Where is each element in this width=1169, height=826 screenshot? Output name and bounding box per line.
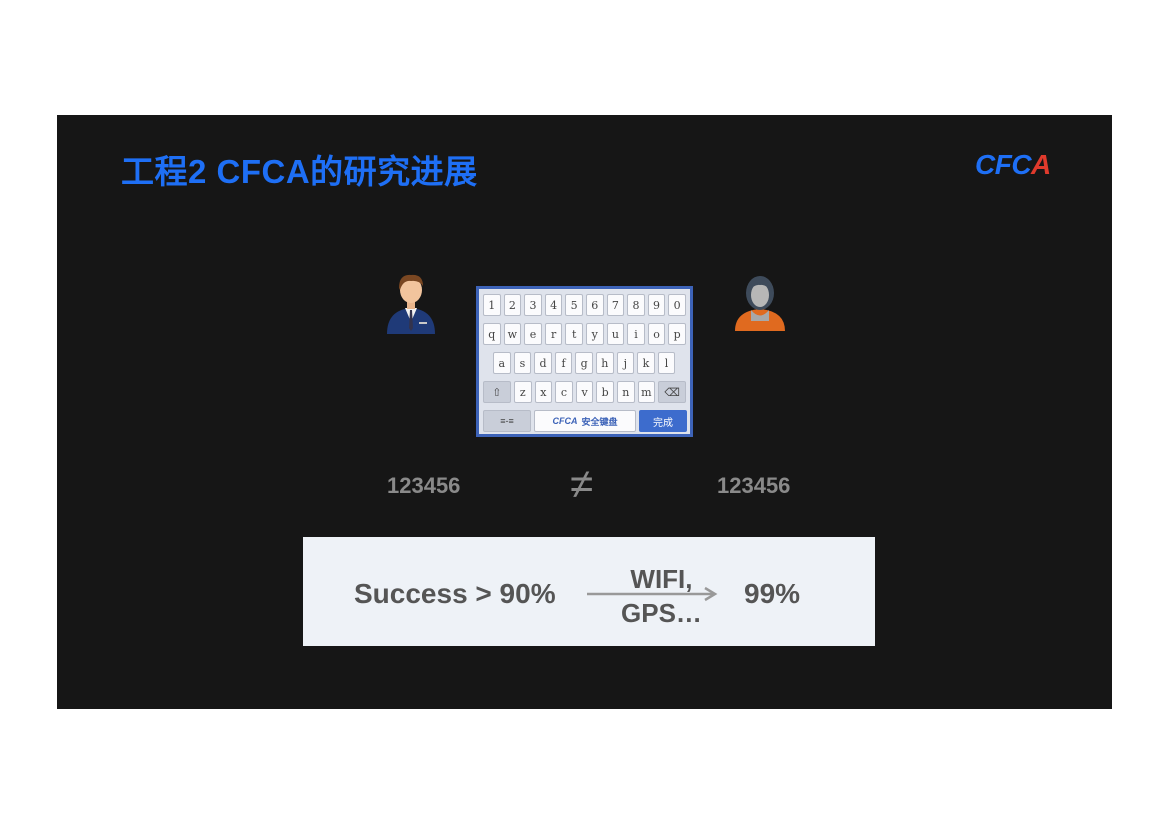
right-arrow-icon	[587, 586, 718, 602]
arrow-label-line1: WIFI,	[630, 564, 693, 594]
key-3[interactable]: 3	[524, 294, 542, 316]
key-y[interactable]: y	[585, 323, 604, 345]
success-rate-text: Success > 90%	[354, 578, 556, 609]
key-l[interactable]: l	[657, 352, 676, 374]
slide-title: 工程2 CFCA的研究进展	[121, 153, 478, 190]
key-d[interactable]: d	[534, 352, 552, 374]
key-z[interactable]: z	[514, 381, 532, 403]
key-h[interactable]: h	[595, 352, 614, 374]
key-9[interactable]: 9	[647, 294, 666, 316]
key-8[interactable]: 8	[627, 294, 645, 316]
key-k[interactable]: k	[637, 352, 655, 374]
key-n[interactable]: n	[616, 381, 635, 403]
key-j[interactable]: j	[616, 352, 635, 374]
key-q[interactable]: q	[483, 323, 501, 345]
logo-accent: A	[1031, 149, 1051, 180]
key-p[interactable]: p	[668, 323, 686, 345]
key-6[interactable]: 6	[585, 294, 604, 316]
key-c[interactable]: c	[555, 381, 573, 403]
space-key-brand: CFCA	[552, 416, 578, 426]
key-a[interactable]: a	[493, 352, 511, 374]
key-m[interactable]: m	[637, 381, 656, 403]
key-o[interactable]: o	[647, 323, 666, 345]
key-s[interactable]: s	[513, 352, 532, 374]
arrow-label-line2: GPS…	[621, 598, 702, 628]
not-equal-symbol: ≠	[570, 460, 594, 507]
key-1[interactable]: 1	[483, 294, 501, 316]
logo-text: CFC	[975, 149, 1032, 180]
cfca-logo: CFCA	[975, 149, 1051, 181]
success-rate-panel: Success > 90% WIFI, GPS… 99%	[303, 537, 875, 646]
arrow-label: WIFI, GPS…	[621, 562, 702, 630]
key-w[interactable]: w	[503, 323, 522, 345]
key-u[interactable]: u	[606, 323, 625, 345]
shift-key[interactable]: ⇧	[483, 381, 511, 403]
key-0[interactable]: 0	[668, 294, 686, 316]
key-i[interactable]: i	[627, 323, 645, 345]
key-x[interactable]: x	[534, 381, 553, 403]
key-7[interactable]: 7	[606, 294, 625, 316]
done-key[interactable]: 完成	[639, 410, 687, 432]
businessman-icon	[387, 274, 435, 334]
password-left: 123456	[387, 473, 461, 498]
key-f[interactable]: f	[554, 352, 573, 374]
key-5[interactable]: 5	[565, 294, 583, 316]
key-r[interactable]: r	[544, 323, 563, 345]
space-key-label: 安全键盘	[581, 416, 618, 427]
switch-key[interactable]: ≡-≡	[483, 410, 531, 432]
key-2[interactable]: 2	[503, 294, 522, 316]
key-e[interactable]: e	[524, 323, 542, 345]
key-4[interactable]: 4	[544, 294, 563, 316]
key-t[interactable]: t	[565, 323, 583, 345]
key-g[interactable]: g	[575, 352, 593, 374]
password-right: 123456	[717, 473, 791, 498]
result-rate-text: 99%	[744, 578, 801, 609]
woman-avatar-icon	[735, 276, 785, 331]
key-v[interactable]: v	[575, 381, 594, 403]
backspace-key[interactable]: ⌫	[658, 381, 687, 403]
key-b[interactable]: b	[596, 381, 614, 403]
